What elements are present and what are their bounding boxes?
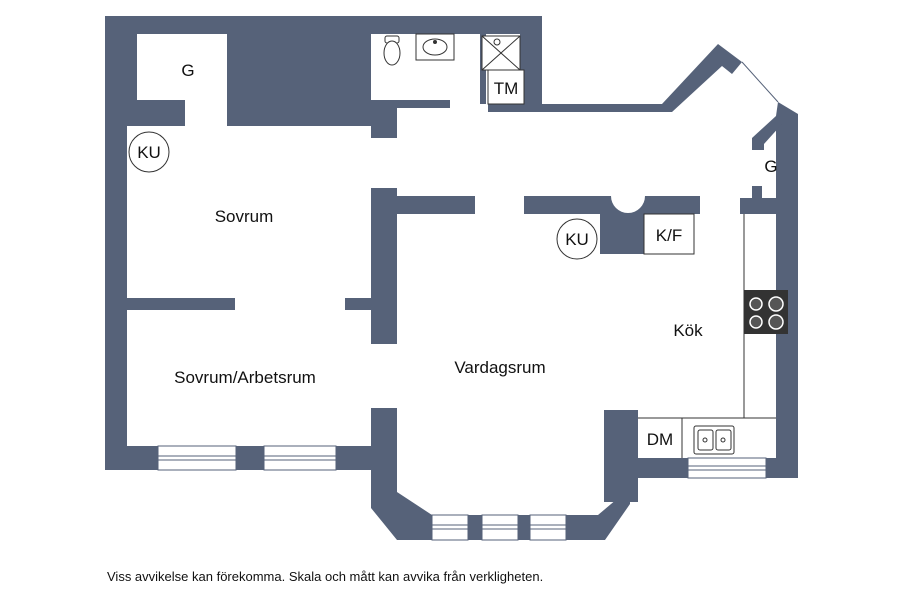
room-label-vardagsrum: Vardagsrum [454, 358, 545, 377]
ku-bedroom-circle [128, 131, 170, 173]
wall-bath-lower [371, 100, 397, 138]
wall-shaft [249, 34, 371, 126]
wall-bay-right [776, 102, 798, 476]
wall-hall-wardrobe [752, 116, 782, 150]
label-g-bedroom: G [181, 61, 194, 80]
wall-left-outer [105, 16, 127, 470]
windows [157, 61, 779, 541]
disclaimer-text: Viss avvikelse kan förekomma. Skala och … [107, 569, 544, 584]
wall-living-top-left [397, 196, 475, 214]
wall-wardrobe-bottom-left [127, 100, 185, 126]
stove-icon [744, 290, 788, 334]
wall-living-stub [345, 298, 371, 310]
wall-bay-top [542, 44, 742, 112]
window-icon [157, 445, 237, 471]
wall-wardrobe-left [127, 34, 137, 100]
ku-living-circle [556, 218, 598, 260]
room-label-sovrum-arbetsrum: Sovrum/Arbetsrum [174, 368, 316, 387]
toilet-icon [383, 35, 401, 66]
label-ku-living: KU [565, 230, 589, 249]
wall-living-top-right [524, 196, 700, 214]
tm-box [487, 69, 525, 105]
window-icon [481, 514, 519, 541]
wall-bedroom-divider [127, 298, 235, 310]
room-label-kok: Kök [673, 321, 703, 340]
shower-icon [481, 35, 521, 71]
label-ku-bedroom: KU [137, 143, 161, 162]
window-icon [263, 445, 337, 471]
wall-column-block [600, 214, 644, 254]
sink-icon [693, 425, 735, 455]
wall-top-left [105, 16, 542, 34]
washbasin-icon [415, 33, 455, 61]
window-icon [687, 457, 767, 479]
room-label-sovrum: Sovrum [215, 207, 274, 226]
kitchen-counter [638, 213, 776, 458]
column-arc [611, 196, 645, 213]
wall-bath-bottom [397, 100, 450, 108]
wall-bath-bottom-right [488, 104, 542, 112]
window-icon [529, 514, 567, 541]
window-icon [741, 61, 779, 103]
wall-kitchen-stub [740, 198, 776, 214]
wall-hall-wardrobe-bottom [752, 186, 762, 198]
wall-living-bay-left-post [371, 408, 397, 492]
wall-living-bay-right-post [604, 410, 638, 502]
wall-wardrobe-right [227, 34, 249, 100]
window-icon [431, 514, 469, 541]
label-g-hall: G [764, 157, 777, 176]
label-tm: TM [494, 79, 519, 98]
label-dm: DM [647, 430, 673, 449]
label-kf: K/F [656, 226, 682, 245]
wall-living-left-vertical [371, 188, 397, 344]
wall-top-right-bath [520, 16, 542, 108]
